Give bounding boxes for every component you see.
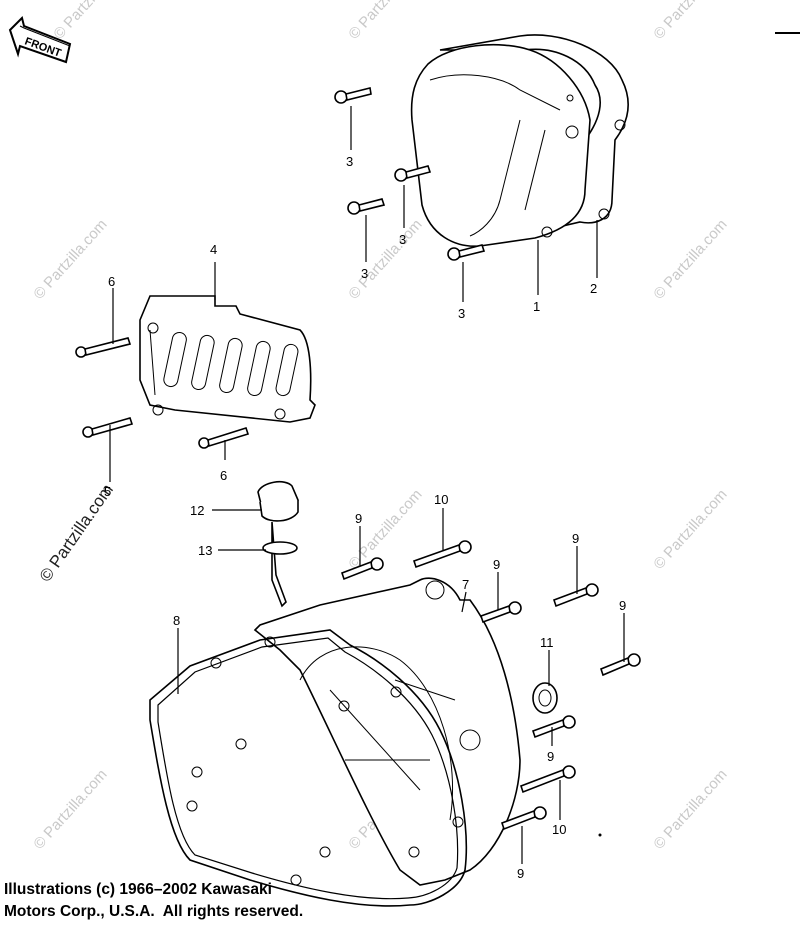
leader-lines <box>109 106 625 864</box>
bolt <box>500 806 547 831</box>
clutch-cover-assembly <box>149 577 521 907</box>
callout-5: 5 <box>104 484 111 499</box>
callout-9: 9 <box>493 557 500 572</box>
watermark: © Partzilla.com <box>30 766 110 852</box>
bolt <box>347 198 386 215</box>
watermark: © Partzilla.com <box>650 0 730 43</box>
watermark: © Partzilla.com <box>345 0 425 43</box>
callout-10: 10 <box>434 492 448 507</box>
oil-seal <box>532 682 558 714</box>
copyright-line: Motors Corp., U.S.A. All rights reserved… <box>4 903 304 920</box>
callout-2: 2 <box>590 281 597 296</box>
callout-3: 3 <box>361 266 368 281</box>
copyright-line: Illustrations (c) 1966–2002 Kawasaki <box>4 881 272 898</box>
watermark: © Partzilla.com <box>345 216 425 302</box>
callout-7: 7 <box>462 577 469 592</box>
callout-9: 9 <box>517 866 524 881</box>
watermark: © Partzilla.com <box>650 486 730 572</box>
watermark: © Partzilla.com <box>650 216 730 302</box>
clutch-gasket <box>149 629 468 907</box>
watermark: © Partzilla.com <box>650 766 730 852</box>
upper-cover <box>410 43 591 247</box>
bolt <box>82 417 134 438</box>
bolt <box>531 715 576 739</box>
bolt-3-group <box>334 87 486 261</box>
callout-6: 6 <box>220 468 227 483</box>
bolt <box>198 427 250 449</box>
callout-3: 3 <box>399 232 406 247</box>
oil-filler-plug <box>257 480 299 608</box>
callout-4: 4 <box>210 242 217 257</box>
bolt <box>447 244 486 261</box>
watermark: © Partzilla.com <box>345 486 425 572</box>
watermark: © Partzilla.com <box>50 0 130 43</box>
bolt <box>412 540 472 569</box>
bolt <box>479 601 522 624</box>
bolt <box>394 165 432 182</box>
bolt <box>519 765 576 794</box>
callout-12: 12 <box>190 503 204 518</box>
callout-9: 9 <box>572 531 579 546</box>
callout-1: 1 <box>533 299 540 314</box>
callout-3: 3 <box>346 154 353 169</box>
bolt <box>340 557 384 581</box>
callouts: 3 3 3 3 1 2 4 6 6 5 12 13 9 10 9 7 9 9 8… <box>104 154 626 881</box>
upper-cover-assembly <box>410 34 629 247</box>
watermark: © Partzilla.com <box>30 216 110 302</box>
callout-9: 9 <box>547 749 554 764</box>
callout-9: 9 <box>619 598 626 613</box>
callout-8: 8 <box>173 613 180 628</box>
chain-guard <box>139 295 316 423</box>
bolt <box>75 337 132 358</box>
bolt-6-5-group <box>75 337 250 449</box>
callout-9: 9 <box>355 511 362 526</box>
bolt <box>334 87 372 104</box>
bolt-9-10-group <box>340 540 641 831</box>
callout-10: 10 <box>552 822 566 837</box>
callout-13: 13 <box>198 543 212 558</box>
callout-6: 6 <box>108 274 115 289</box>
clutch-cover <box>253 577 521 886</box>
bolt <box>600 653 641 677</box>
bolt <box>552 583 599 608</box>
callout-3: 3 <box>458 306 465 321</box>
callout-11: 11 <box>540 635 554 650</box>
